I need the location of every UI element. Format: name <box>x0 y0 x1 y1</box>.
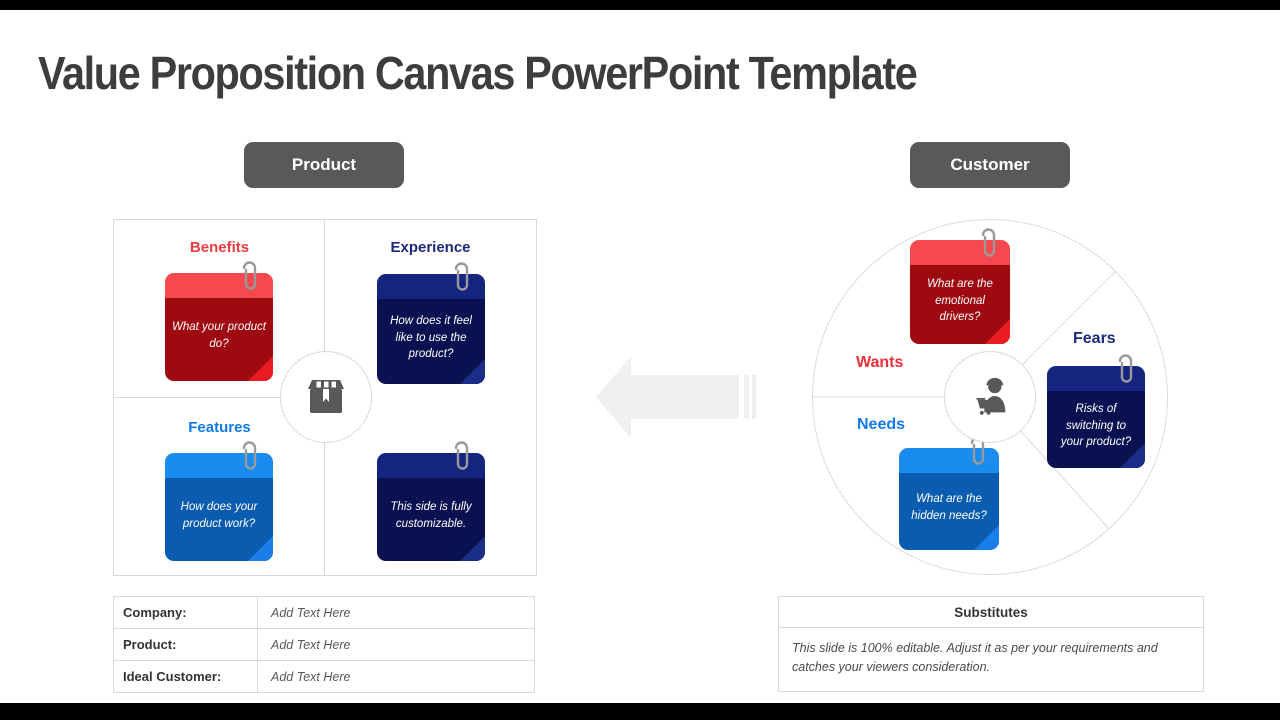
sector-label-fears: Fears <box>1073 330 1116 347</box>
customer-header-pill: Customer <box>910 142 1070 188</box>
paperclip-icon <box>454 441 469 470</box>
letterbox-top <box>0 0 1280 10</box>
row-value-placeholder[interactable]: Add Text Here <box>271 605 351 620</box>
canvas-horizontal-divider <box>114 397 325 398</box>
shopper-cart-icon <box>976 377 1006 415</box>
quadrant-label-experience: Experience <box>390 239 471 256</box>
sticky-note-benefits: What your product do? <box>165 261 273 381</box>
page-title: Value Proposition Canvas PowerPoint Temp… <box>38 47 918 99</box>
row-value-placeholder[interactable]: Add Text Here <box>271 637 351 652</box>
note-text: How does it feel like to use the product… <box>390 314 472 361</box>
details-table: Company: Add Text Here Product: Add Text… <box>113 596 535 693</box>
customer-header-label: Customer <box>950 155 1030 174</box>
note-text: This side is fully customizable. <box>390 501 472 530</box>
substitutes-body: This slide is 100% editable. Adjust it a… <box>792 641 1158 675</box>
substitutes-title: Substitutes <box>779 597 1203 628</box>
paperclip-icon <box>1118 354 1133 383</box>
left-arrow-icon <box>596 356 756 438</box>
substitutes-panel: Substitutes This slide is 100% editable.… <box>778 596 1204 692</box>
product-hub-circle <box>280 351 372 443</box>
sticky-note-fears: Risks of switching to your product? <box>1047 354 1145 468</box>
row-label: Company: <box>114 597 258 628</box>
row-label: Product: <box>114 629 258 660</box>
row-label: Ideal Customer: <box>114 661 258 692</box>
note-text: Risks of switching to your product? <box>1060 402 1132 449</box>
row-value-placeholder[interactable]: Add Text Here <box>271 669 351 684</box>
quadrant-label-features: Features <box>188 419 251 436</box>
note-text: What are the emotional drivers? <box>927 277 993 324</box>
note-text: What your product do? <box>172 321 266 350</box>
table-row-company: Company: Add Text Here <box>113 596 535 629</box>
package-icon <box>308 380 344 413</box>
note-text: What are the hidden needs? <box>911 493 987 522</box>
paperclip-icon <box>242 441 257 470</box>
table-row-product: Product: Add Text Here <box>113 629 535 661</box>
sticky-note-needs: What are the hidden needs? <box>899 436 999 550</box>
sticky-note-features: How does your product work? <box>165 441 273 561</box>
product-canvas: Benefits Experience Features What your p… <box>113 219 537 576</box>
sticky-note-experience: How does it feel like to use the product… <box>377 262 485 384</box>
table-row-ideal-customer: Ideal Customer: Add Text Here <box>113 661 535 693</box>
paperclip-icon <box>981 228 996 257</box>
paperclip-icon <box>454 262 469 291</box>
sticky-note-wants: What are the emotional drivers? <box>910 228 1010 344</box>
customer-hub-circle <box>944 351 1036 443</box>
sector-label-wants: Wants <box>856 354 904 371</box>
quadrant-label-benefits: Benefits <box>189 239 250 256</box>
letterbox-bottom <box>0 703 1280 720</box>
customer-circle-ring <box>812 219 1168 575</box>
note-text: How does your product work? <box>180 501 258 530</box>
sticky-note-customizable: This side is fully customizable. <box>377 441 485 561</box>
product-header-pill: Product <box>244 142 404 188</box>
paperclip-icon <box>242 261 257 290</box>
product-header-label: Product <box>291 155 357 174</box>
sector-label-needs: Needs <box>857 416 906 433</box>
